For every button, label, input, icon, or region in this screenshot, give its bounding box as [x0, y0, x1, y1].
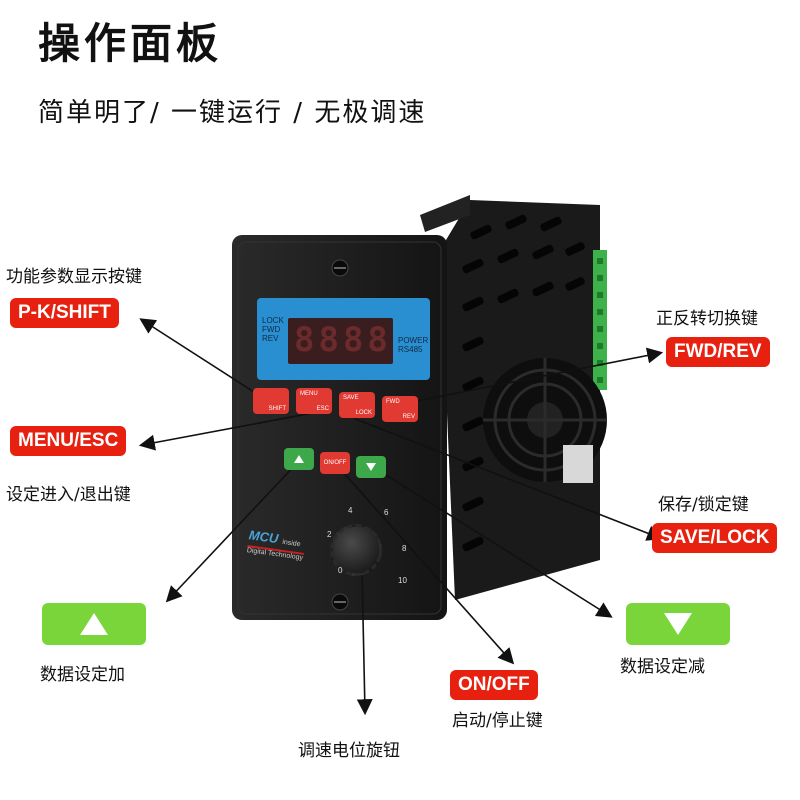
caption-menu-esc: 设定进入/退出键	[6, 485, 131, 505]
caption-pk-shift: 功能参数显示按键	[6, 267, 142, 287]
dial-mark-8: 8	[402, 544, 407, 553]
key-p-k-shift[interactable]: SHIFT	[253, 388, 289, 414]
logo-mcu: MCU	[247, 527, 280, 547]
page-title: 操作面板	[38, 19, 223, 68]
key-rev-label: REV	[402, 414, 415, 420]
down-arrow-icon	[664, 613, 692, 635]
tag-pk-shift: P-K/SHIFT	[10, 298, 119, 328]
caption-up: 数据设定加	[40, 665, 125, 685]
key-up[interactable]	[284, 448, 314, 470]
key-menu-label: MENU	[300, 391, 318, 397]
display-indicators: LOCK FWD REV	[262, 316, 284, 343]
tag-down	[626, 603, 730, 645]
speed-dial[interactable]	[330, 524, 382, 576]
logo-inside: inside	[281, 538, 301, 549]
up-arrow-icon	[294, 455, 304, 463]
side-housing	[420, 195, 607, 600]
tag-menu-esc: MENU/ESC	[10, 426, 127, 456]
page-subtitle: 简单明了/ 一键运行 / 无极调速	[38, 98, 427, 128]
tag-fwd-rev: FWD/REV	[666, 337, 770, 367]
key-shift-label: SHIFT	[268, 406, 286, 412]
display-status: POWER RS485	[398, 336, 428, 354]
caption-dial: 调速电位旋钮	[298, 741, 400, 761]
key-save-lock[interactable]: SAVE LOCK	[339, 392, 375, 418]
caption-down: 数据设定减	[620, 657, 705, 677]
tag-save-lock: SAVE/LOCK	[652, 523, 778, 553]
caption-fwd-rev: 正反转切换键	[656, 309, 758, 329]
tag-up	[42, 603, 146, 645]
indicator-lock: LOCK	[262, 316, 284, 325]
caption-save-lock: 保存/锁定键	[658, 495, 749, 515]
key-down[interactable]	[356, 456, 386, 478]
status-rs485: RS485	[398, 345, 423, 354]
dial-mark-4: 4	[348, 506, 353, 515]
front-panel	[232, 235, 447, 620]
key-on-off-label: ON/OFF	[323, 460, 347, 466]
dial-mark-10: 10	[398, 576, 407, 585]
indicator-rev: REV	[262, 334, 279, 343]
indicator-fwd: FWD	[262, 325, 281, 334]
key-fwd-rev[interactable]: FWD REV	[382, 396, 418, 422]
up-arrow-icon	[80, 613, 108, 635]
key-on-off[interactable]: ON/OFF	[320, 452, 350, 474]
dial-mark-6: 6	[384, 508, 389, 517]
key-fwd-label: FWD	[386, 399, 400, 405]
dial-mark-2: 2	[327, 530, 332, 539]
key-esc-label: ESC	[316, 406, 329, 412]
status-power: POWER	[398, 336, 429, 345]
key-save-label: SAVE	[343, 395, 359, 401]
dial-mark-0: 0	[338, 566, 343, 575]
segment-display: 8888	[294, 320, 392, 360]
caption-on-off: 启动/停止键	[452, 711, 543, 731]
callout-arrows	[138, 318, 664, 716]
key-lock-label: LOCK	[355, 410, 372, 416]
down-arrow-icon	[366, 463, 376, 471]
key-menu-esc[interactable]: MENU ESC	[296, 388, 332, 414]
tag-on-off: ON/OFF	[450, 670, 538, 700]
